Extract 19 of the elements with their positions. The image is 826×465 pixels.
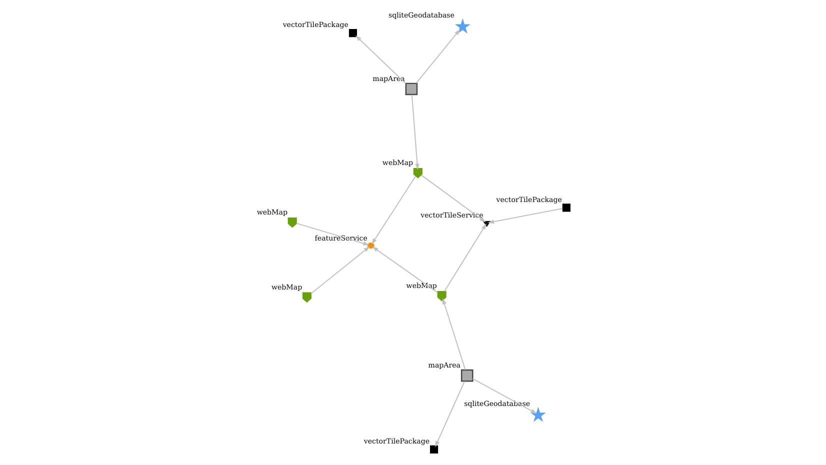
- arrow: [416, 29, 460, 84]
- arrow: [472, 378, 537, 414]
- arrow: [355, 35, 406, 84]
- node-box: [405, 82, 418, 96]
- arrow: [296, 222, 370, 246]
- arrow: [420, 174, 486, 222]
- arrow: [488, 208, 563, 224]
- arrow: [444, 224, 486, 292]
- arrow: [411, 94, 420, 170]
- node-box: [430, 445, 438, 454]
- arrow: [435, 381, 465, 448]
- arrow: [310, 246, 370, 294]
- arrow: [372, 246, 438, 294]
- node-box: [460, 369, 474, 382]
- arrow: [372, 176, 416, 244]
- node-box: [348, 29, 358, 38]
- node-ellipse: [367, 242, 374, 249]
- node-box: [562, 204, 570, 212]
- arrow: [442, 298, 466, 370]
